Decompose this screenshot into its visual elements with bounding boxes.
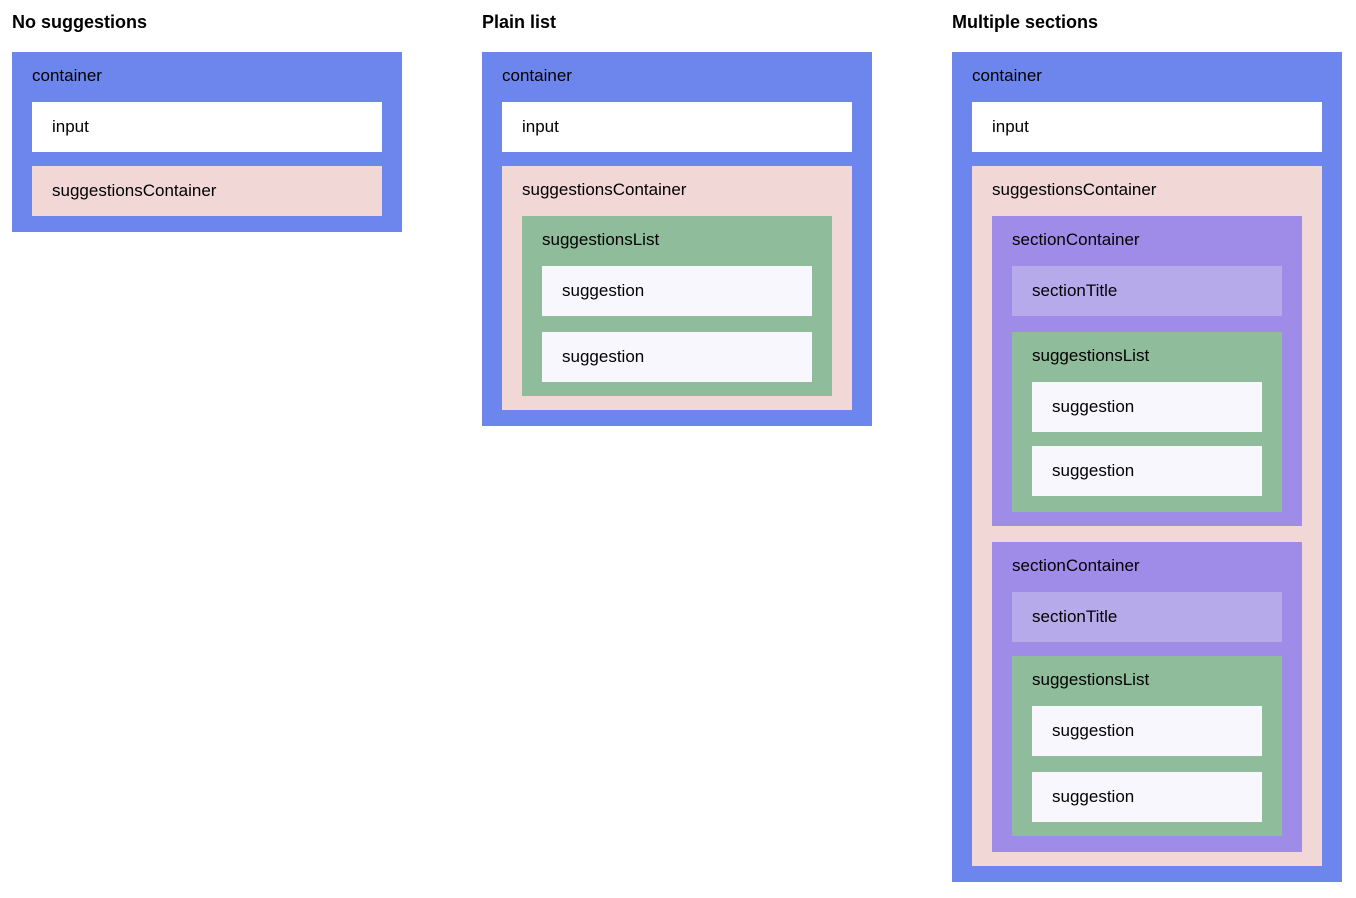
suggestion-label: suggestion xyxy=(1052,461,1135,480)
input-box: input xyxy=(972,102,1322,152)
input-label: input xyxy=(992,117,1029,136)
suggestion-box: suggestion xyxy=(1032,772,1262,822)
section-title-label: sectionTitle xyxy=(1032,607,1118,626)
container-label: container xyxy=(972,66,1042,85)
suggestion-box: suggestion xyxy=(1032,446,1262,496)
suggestions-container-label: suggestionsContainer xyxy=(522,180,687,199)
suggestions-list-label: suggestionsList xyxy=(542,230,660,249)
column-title-multiple-sections: Multiple sections xyxy=(952,12,1099,32)
suggestion-box: suggestion xyxy=(542,266,812,316)
suggestion-box: suggestion xyxy=(542,332,812,382)
suggestions-container-label: suggestionsContainer xyxy=(52,181,217,200)
section-title-box: sectionTitle xyxy=(1012,592,1282,642)
suggestions-list-label: suggestionsList xyxy=(1032,670,1150,689)
suggestions-container-box: suggestionsContainer suggestionsList sug… xyxy=(502,166,852,410)
suggestions-list-label: suggestionsList xyxy=(1032,346,1150,365)
suggestions-container-label: suggestionsContainer xyxy=(992,180,1157,199)
input-box: input xyxy=(32,102,382,152)
suggestion-label: suggestion xyxy=(1052,721,1135,740)
suggestion-box: suggestion xyxy=(1032,382,1262,432)
column-title-plain-list: Plain list xyxy=(482,12,557,32)
suggestions-list-box: suggestionsList suggestion suggestion xyxy=(1012,332,1282,512)
container-box: container input suggestionsContainer sec… xyxy=(952,52,1342,882)
suggestion-label: suggestion xyxy=(562,347,645,366)
input-label: input xyxy=(522,117,559,136)
column-title-no-suggestions: No suggestions xyxy=(12,12,148,32)
container-label: container xyxy=(502,66,572,85)
container-label: container xyxy=(32,66,102,85)
input-label: input xyxy=(52,117,89,136)
suggestions-container-box: suggestionsContainer sectionContainer se… xyxy=(972,166,1322,866)
suggestion-label: suggestion xyxy=(562,281,645,300)
suggestions-list-box: suggestionsList suggestion suggestion xyxy=(522,216,832,396)
section-container-box: sectionContainer sectionTitle suggestion… xyxy=(992,216,1302,526)
suggestions-container-box: suggestionsContainer xyxy=(32,166,382,216)
input-box: input xyxy=(502,102,852,152)
section-container-label: sectionContainer xyxy=(1012,230,1140,249)
section-container-label: sectionContainer xyxy=(1012,556,1140,575)
suggestion-label: suggestion xyxy=(1052,787,1135,806)
suggestion-box: suggestion xyxy=(1032,706,1262,756)
section-container-box: sectionContainer sectionTitle suggestion… xyxy=(992,542,1302,852)
suggestions-list-box: suggestionsList suggestion suggestion xyxy=(1012,656,1282,836)
suggestion-label: suggestion xyxy=(1052,397,1135,416)
section-title-label: sectionTitle xyxy=(1032,281,1118,300)
container-box: container input suggestionsContainer xyxy=(12,52,402,232)
section-title-box: sectionTitle xyxy=(1012,266,1282,316)
container-box: container input suggestionsContainer sug… xyxy=(482,52,872,426)
